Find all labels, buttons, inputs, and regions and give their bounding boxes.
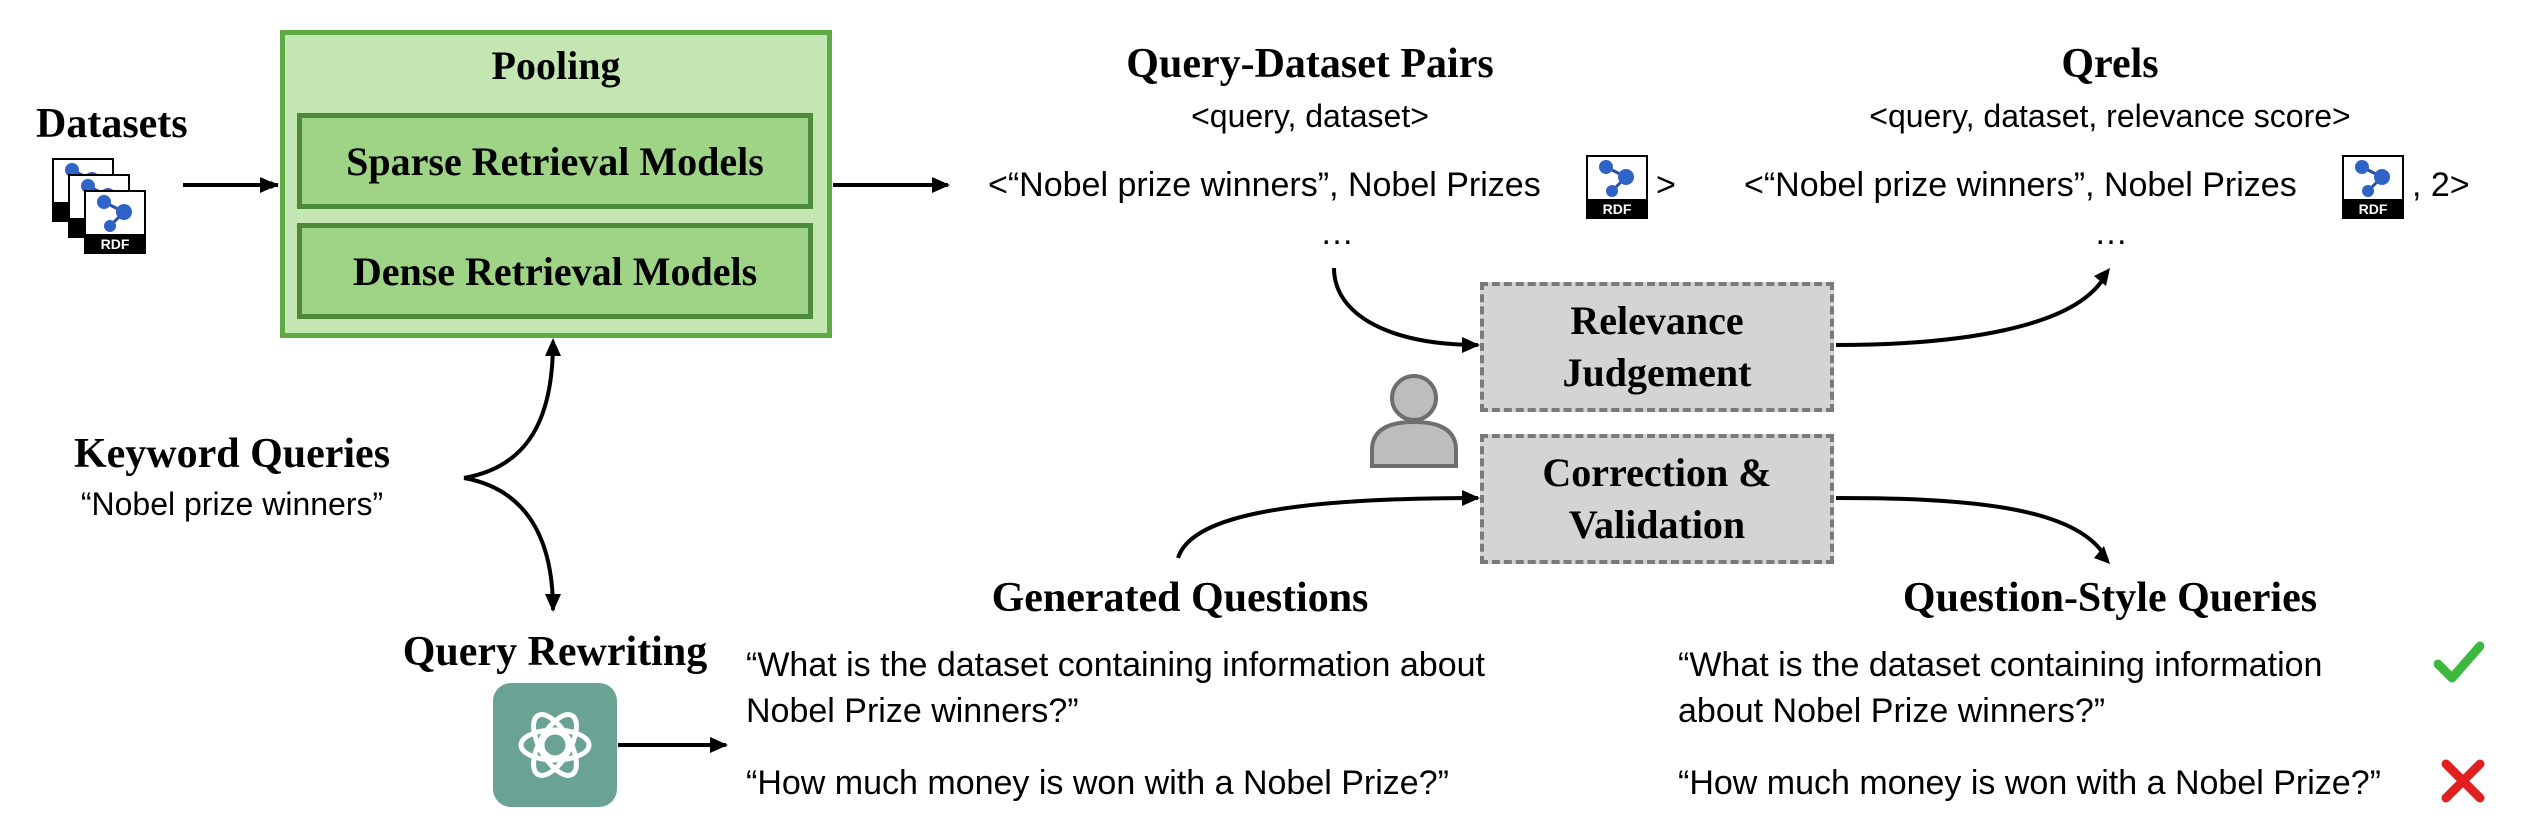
check-icon [2434,641,2484,683]
relevance-judgement-line1: Relevance [1570,298,1744,343]
arrow-keyword-to-pooling [463,341,555,480]
chatgpt-knot-icon [518,712,592,778]
arrowhead [2094,546,2110,564]
sparse-retrieval-label: Sparse Retrieval Models [346,138,764,184]
qrels-format: <query, dataset, relevance score> [1869,98,2351,134]
qrels-title: Qrels [2061,41,2159,87]
datasets-title: Datasets [36,101,188,147]
chatgpt-logo-icon [493,683,617,807]
rdf-file-icon: RDF [1586,155,1648,219]
question-style-queries-title: Question-Style Queries [1902,575,2318,621]
arrow-keyword-to-rewriting [463,476,555,611]
cross-icon [2441,759,2485,803]
relevance-judgement-box: Relevance Judgement [1480,282,1834,412]
qrels-ellipsis: … [2094,214,2128,252]
generated-question-2: “How much money is won with a Nobel Priz… [746,764,1449,802]
arrowhead [260,177,278,193]
arrow-relevance-to-qrels [1835,271,2109,347]
keyword-queries-example: “Nobel prize winners” [80,486,384,522]
rdf-label: RDF [1603,201,1632,217]
arrow-generated-to-correction [1176,496,1479,559]
query-dataset-pairs-ellipsis: … [1320,214,1354,252]
generated-question-1-line1: “What is the dataset containing informat… [746,646,1485,684]
arrowhead [932,177,950,193]
arrowhead [2094,268,2110,286]
qrels-example: <“Nobel prize winners”, Nobel Prizes [1744,166,2297,204]
correction-validation-box: Correction & Validation [1480,434,1834,564]
query-rewriting-title: Query Rewriting [402,629,708,675]
generated-questions-title: Generated Questions [991,575,1369,621]
arrow-pairs-to-relevance [1332,267,1479,347]
question-style-query-2: “How much money is won with a Nobel Priz… [1678,764,2381,802]
arrowhead [545,594,561,612]
dense-retrieval-label: Dense Retrieval Models [352,248,758,294]
query-dataset-pairs-format: <query, dataset> [1191,98,1429,134]
person-icon [1370,374,1458,468]
rdf-label: RDF [101,236,130,252]
arrowhead [1462,337,1480,353]
rdf-label: RDF [2359,201,2388,217]
correction-validation-line2: Validation [1568,502,1746,547]
query-dataset-pairs-example-close: > [1656,166,1676,204]
keyword-queries-title: Keyword Queries [73,431,391,477]
question-style-query-1-line2: about Nobel Prize winners?” [1678,692,2106,730]
arrowhead [545,338,561,356]
query-dataset-pairs-title: Query-Dataset Pairs [1126,41,1494,87]
question-style-query-1-line1: “What is the dataset containing informat… [1678,646,2323,684]
correction-validation-line1: Correction & [1542,450,1772,495]
relevance-judgement-line2: Judgement [1562,350,1752,395]
arrowhead [710,737,728,753]
arrowhead [1462,490,1480,506]
pooling-title: Pooling [491,43,621,88]
qrels-example-close: , 2> [2412,166,2470,204]
generated-question-1-line2: Nobel Prize winners?” [746,692,1079,730]
dense-retrieval-box: Dense Retrieval Models [297,223,813,319]
sparse-retrieval-box: Sparse Retrieval Models [297,113,813,209]
rdf-file-icon: RDF [2342,155,2404,219]
arrow-correction-to-question-style [1835,496,2109,561]
rdf-file-icon: RDF [84,190,146,254]
query-dataset-pairs-example: <“Nobel prize winners”, Nobel Prizes [988,166,1541,204]
